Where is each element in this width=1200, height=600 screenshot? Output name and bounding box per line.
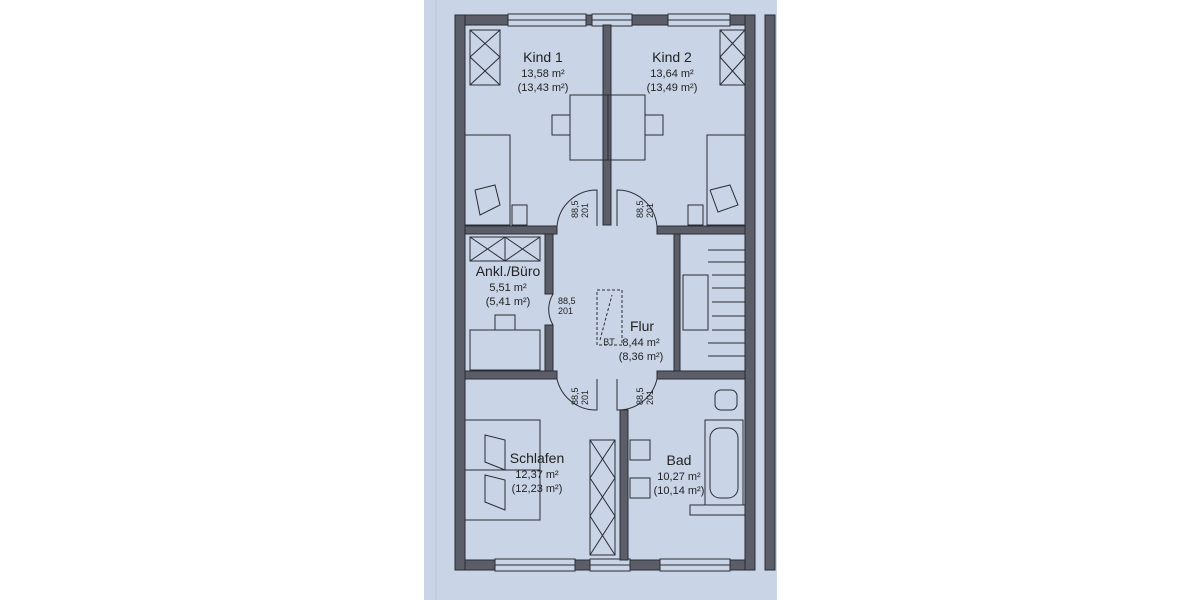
bed-kind1 [464, 134, 511, 226]
hall-marker: BT [603, 337, 615, 347]
room-bedroom-area: 12,37 m² [515, 469, 559, 481]
room-kind1-name: Kind 1 [523, 49, 563, 65]
wardrobe-bedroom [589, 439, 616, 556]
door-labels: 88,5 201 88,5 201 88,5 201 88,5 201 88,5… [558, 200, 655, 405]
toilet [714, 389, 738, 411]
room-office-name: Ankl./Büro [476, 263, 541, 279]
door-bedroom-width: 88,5 [570, 387, 580, 405]
door-kind2-width: 88,5 [635, 200, 645, 218]
door-kind1-height: 201 [580, 203, 590, 218]
furniture [464, 29, 746, 556]
door-kind2-height: 201 [645, 203, 655, 218]
room-kind1-area: 13,58 m² [521, 68, 565, 80]
door-kind1-width: 88,5 [570, 200, 580, 218]
room-bath-name: Bad [667, 452, 692, 468]
room-bedroom-name: Schlafen [510, 450, 564, 466]
room-bath-area-gross: (10,14 m²) [654, 485, 705, 497]
door-bedroom-height: 201 [580, 390, 590, 405]
room-office-area: 5,51 m² [489, 282, 527, 294]
bath-shelf [689, 504, 746, 516]
room-office-area-gross: (5,41 m²) [486, 296, 531, 308]
paper-background [424, 0, 777, 600]
room-kind2-name: Kind 2 [652, 49, 692, 65]
room-bedroom-area-gross: (12,23 m²) [512, 483, 563, 495]
bed-kind2 [706, 134, 746, 226]
room-bath-area: 10,27 m² [657, 471, 701, 483]
room-kind2-area: 13,64 m² [650, 68, 694, 80]
sink-1 [629, 439, 651, 461]
door-office-width: 88,5 [558, 296, 576, 306]
room-hall-name: Flur [630, 318, 654, 334]
door-bath-width: 88,5 [635, 387, 645, 405]
door-bath-height: 201 [645, 390, 655, 405]
room-hall-area: 8,44 m² [622, 337, 660, 349]
room-labels: Kind 1 13,58 m² (13,43 m²) Kind 2 13,64 … [476, 49, 705, 497]
doors [548, 189, 658, 411]
room-kind1-area-gross: (13,43 m²) [518, 82, 569, 94]
room-hall-area-gross: (8,36 m²) [619, 351, 664, 363]
room-kind2-area-gross: (13,49 m²) [647, 82, 698, 94]
door-office-height: 201 [558, 306, 573, 316]
interior-walls [464, 24, 746, 561]
windows [494, 13, 731, 572]
sink-2 [629, 477, 651, 499]
